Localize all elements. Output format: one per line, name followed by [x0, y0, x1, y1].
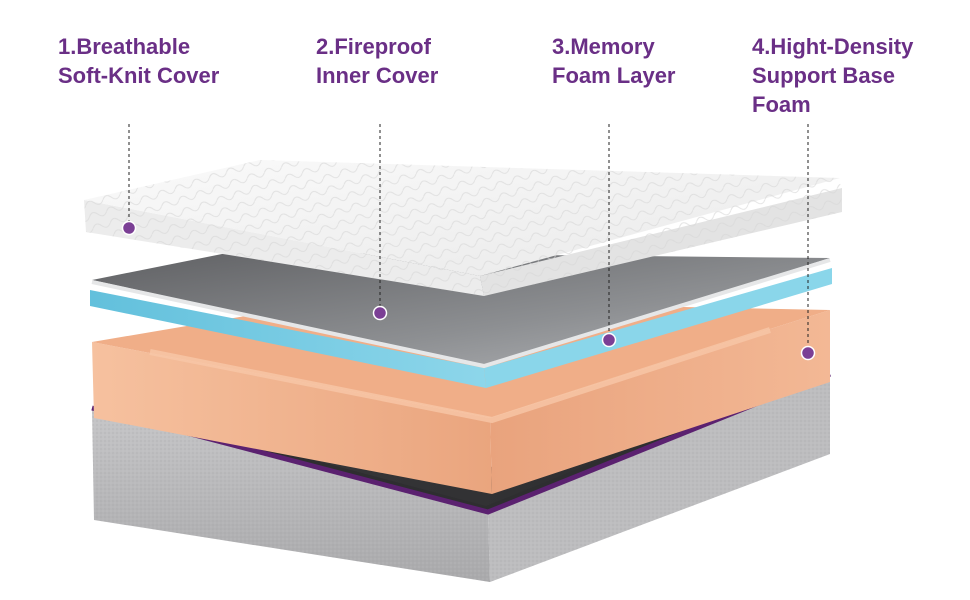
layer-label-4: 4.Hight-Density Support Base Foam: [752, 34, 914, 117]
layer-label-2: 2.Fireproof Inner Cover: [316, 34, 439, 88]
marker-2: [372, 305, 388, 321]
memory-foam-layer: [90, 252, 832, 388]
cover-knit-texture: [84, 160, 842, 296]
markers: [121, 220, 816, 361]
memory-foam-edge: [90, 290, 486, 388]
layer-label-3: 3.Memory Foam Layer: [552, 34, 676, 88]
support-foam-right: [490, 310, 830, 494]
cover-layer: [84, 160, 842, 296]
marker-4: [800, 345, 816, 361]
inner-cover-top: [92, 252, 830, 366]
support-foam-rim: [149, 327, 771, 424]
base-fabric-texture: [92, 376, 830, 582]
support-foam-front: [92, 342, 492, 494]
marker-3: [601, 332, 617, 348]
memory-foam-edge-right: [484, 268, 832, 388]
inner-cover-rim: [91, 258, 831, 369]
marker-1: [121, 220, 137, 236]
layer-label-1: 1.Breathable Soft-Knit Cover: [58, 34, 220, 88]
leader-lines: [128, 124, 809, 352]
